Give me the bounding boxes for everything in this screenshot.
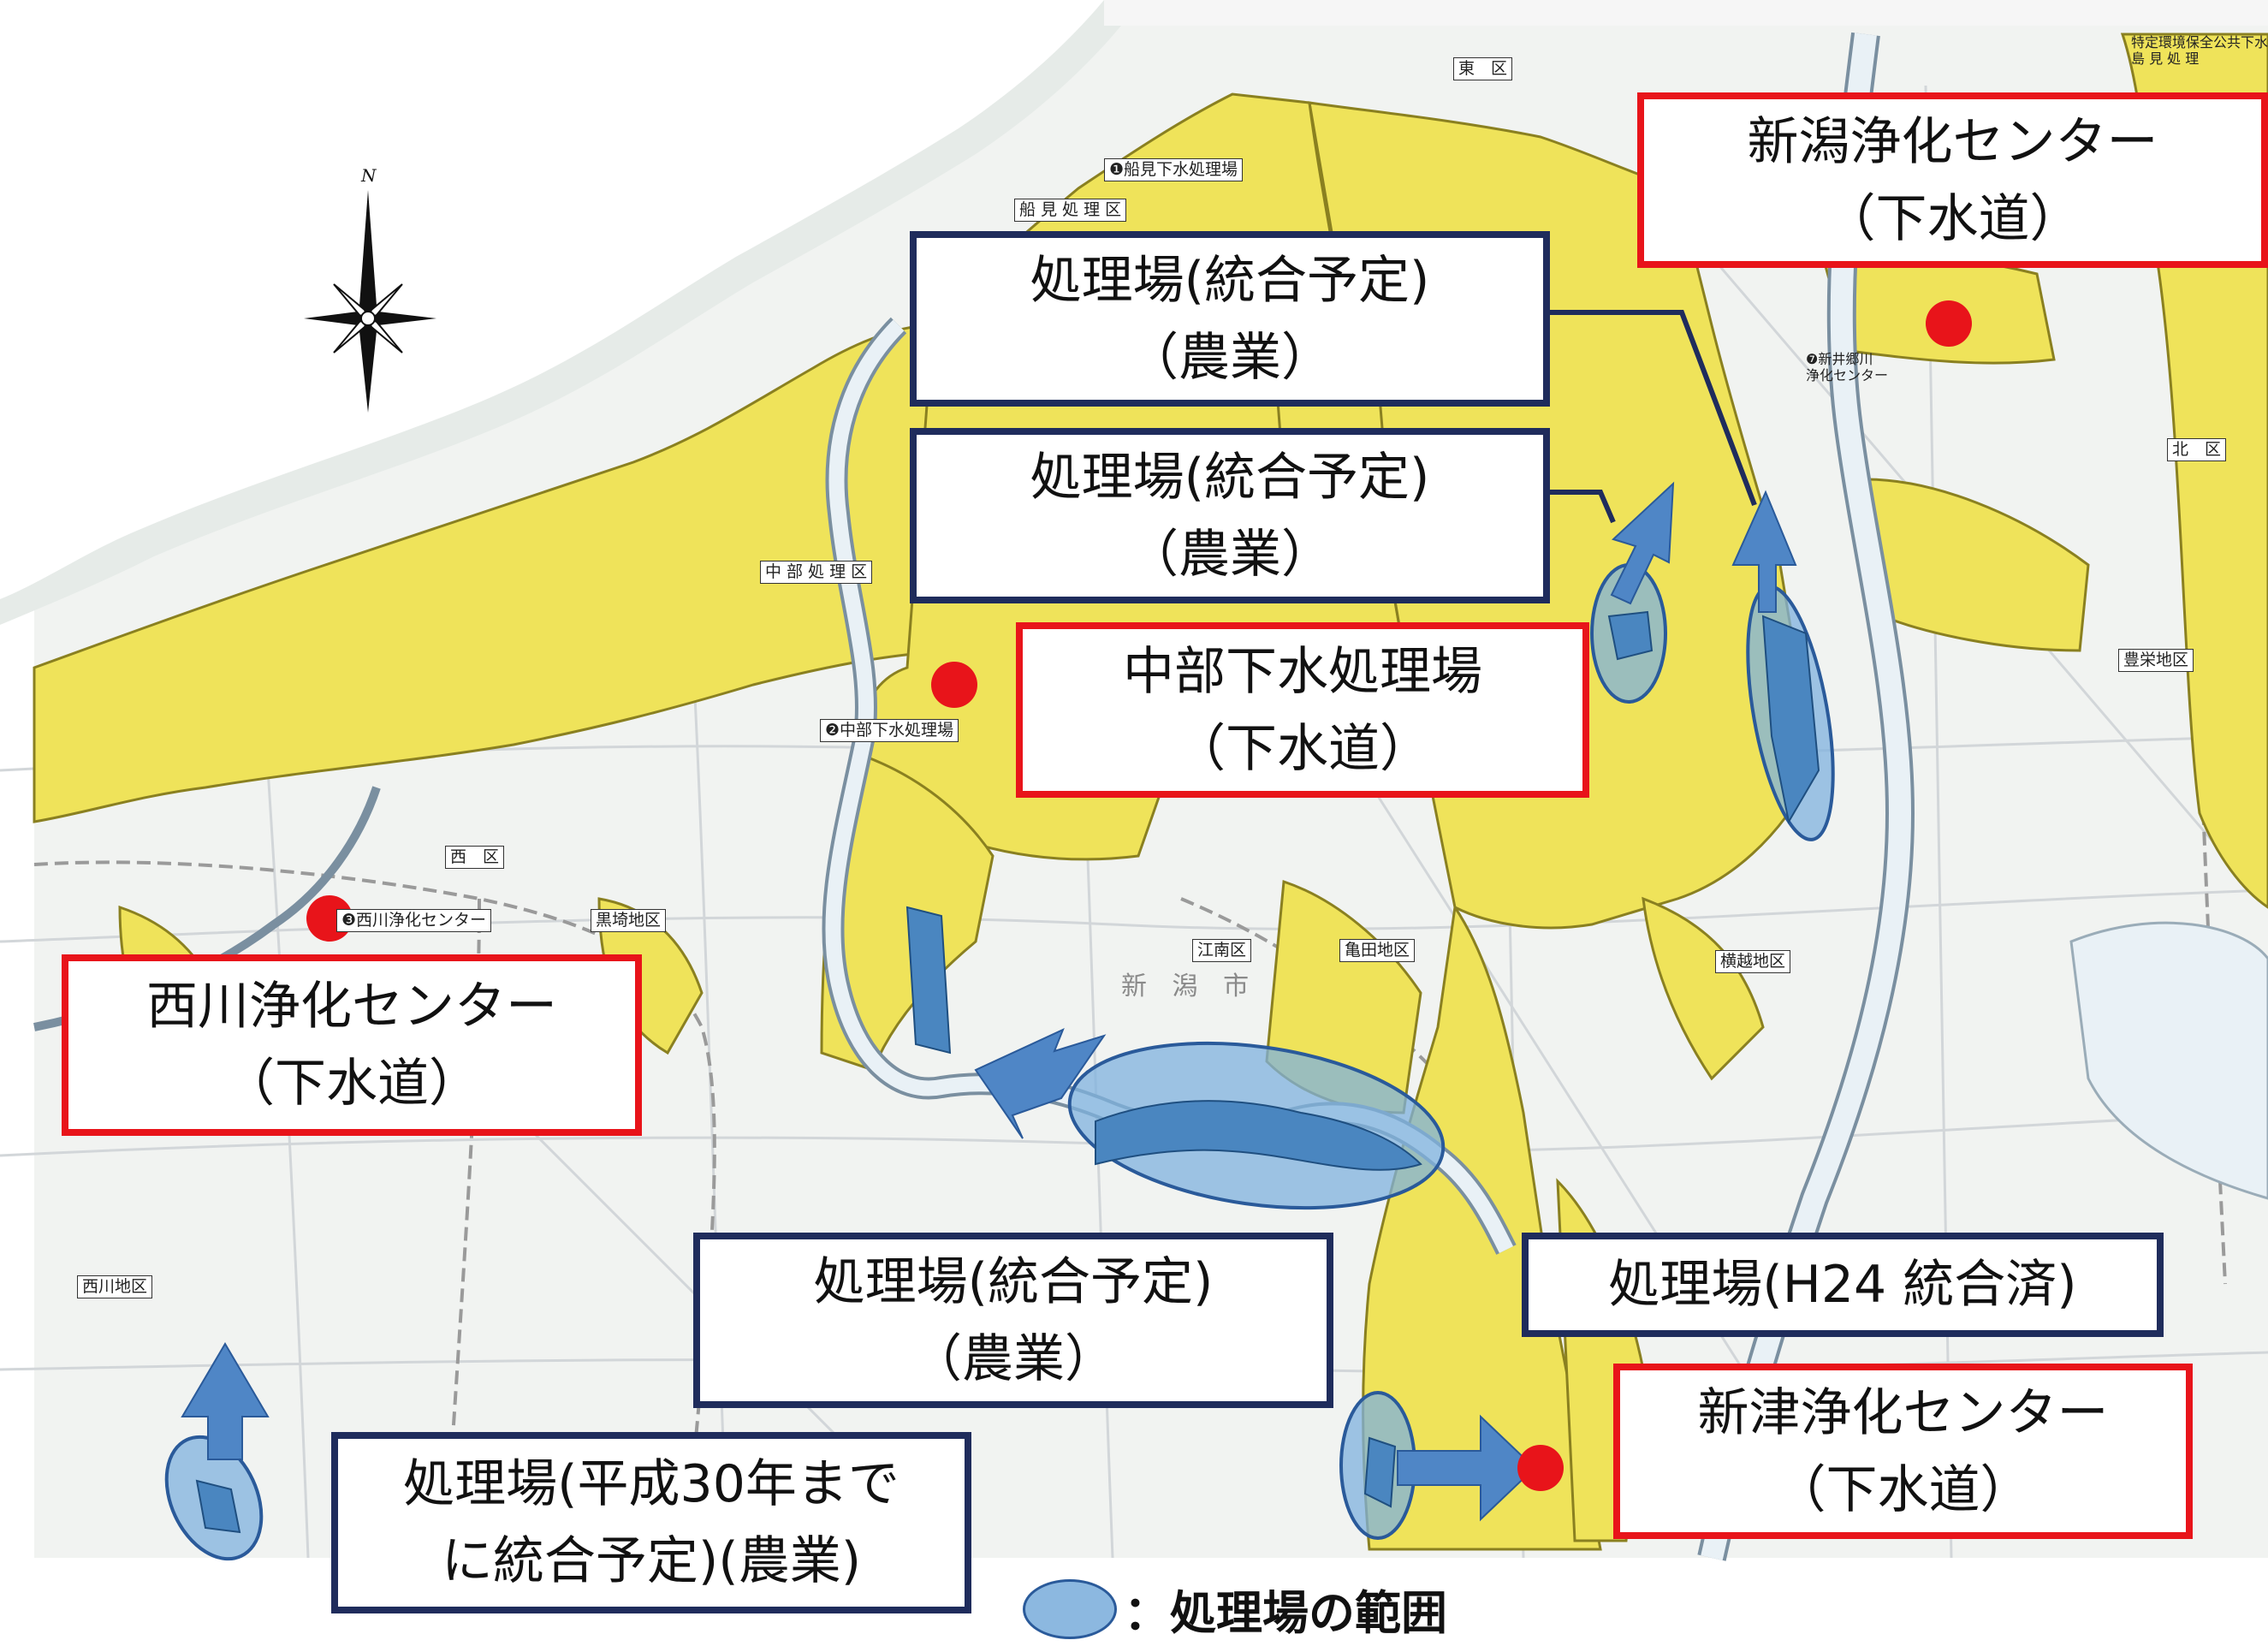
callout-chubu-plant: 中部下水処理場 （下水道） [1016,622,1589,798]
map-label-chubu-plant: ❷中部下水処理場 [820,719,959,742]
sea [0,0,1104,599]
callout-chubu-plant-name: 中部下水処理場 [1123,641,1482,702]
callout-shintsu-center-type: （下水道） [1774,1459,2032,1520]
callout-treatment-planned-1: 処理場(統合予定) （農業） [910,231,1550,407]
map-label-yokogoshi: 横越地区 [1715,950,1791,973]
callout-niigata-center-name: 新潟浄化センター [1747,111,2158,172]
flow-arrows [181,481,1797,1522]
map-label-kurosaki: 黒埼地区 [591,909,667,932]
map-label-nishikawa-chiku: 西川地区 [77,1275,153,1298]
map-label-nishikawa-plant: ❸西川浄化センター [336,909,492,932]
map-label-top-right: 特定環境保全公共下水 島 見 処 理 [2131,34,2268,68]
callout-niigata-center-type: （下水道） [1824,188,2081,249]
plant-dot-niigata [1926,300,1972,347]
arrow-to-konan-1 [974,1028,1107,1139]
map-label-chubu-area: 中 部 処 理 区 [760,561,873,584]
arrow-to-funami-2 [1731,490,1797,613]
callout-treatment-planned-3: 処理場(統合予定) （農業） [693,1233,1333,1408]
map-label-higashi-ku: 東 区 [1453,57,1513,80]
plant-dot-chubu [931,662,977,708]
callout-treatment-planned-1-type: （農業） [1127,327,1333,388]
plant-sites [195,610,1820,1534]
callout-nishikawa-center: 西川浄化センター （下水道） [62,954,642,1136]
callout-chubu-plant-type: （下水道） [1174,718,1431,779]
callout-niigata-center: 新潟浄化センター （下水道） [1637,92,2268,268]
arrow-to-funami-1 [1610,481,1675,605]
callout-shintsu-center-name: 新津浄化センター [1697,1382,2109,1443]
callout-nishikawa-center-type: （下水道） [223,1054,480,1114]
compass-north-label: N [360,165,377,186]
map-label-niigata-shi: 新 潟 市 [1121,972,1258,1001]
map-label-kita-ku: 北 区 [2167,438,2227,461]
blue-ellipse-icon [1023,1578,1117,1639]
arrow-to-nishikawa [181,1342,270,1460]
callout-treatment-planned-2-type: （農業） [1127,524,1333,585]
map-label-toyosaka: 豊栄地区 [2118,649,2194,672]
callout-treatment-h30-name: 処理場(平成30年まで [403,1454,899,1514]
map-label-kameda: 亀田地区 [1339,939,1416,962]
callout-treatment-h30: 処理場(平成30年まで に統合予定)(農業) [331,1432,971,1613]
callout-treatment-planned-3-name: 処理場(統合予定) [813,1251,1214,1312]
plant-dot-shintsu [1517,1445,1564,1491]
callout-treatment-planned-2-name: 処理場(統合予定) [1030,447,1430,508]
connector-lines [1543,310,1757,524]
map-label-konan-ku: 江南区 [1192,939,1252,962]
fukushimagata-lagoon [2069,921,2268,1200]
legend: ：処理場の範囲 [1023,1575,1447,1643]
callout-treatment-h30-type: に統合予定)(農業) [441,1531,862,1591]
callout-treatment-planned-2: 処理場(統合予定) （農業） [910,428,1550,603]
callout-treatment-h24: 処理場(H24 統合済) [1522,1233,2164,1337]
map-top-strip [1104,0,2268,26]
callout-treatment-h24-name: 処理場(H24 統合済) [1608,1255,2077,1315]
map-label-funami-area: 船 見 処 理 区 [1014,199,1127,222]
callout-shintsu-center: 新津浄化センター （下水道） [1613,1364,2193,1539]
coast-band [0,0,1121,625]
map-label-funami-plant: ❶船見下水処理場 [1104,158,1244,181]
compass-rose-icon: N [304,165,436,413]
callout-treatment-planned-3-type: （農業） [911,1328,1116,1389]
legend-label: ：処理場の範囲 [1124,1586,1447,1640]
map-label-nishi-ku: 西 区 [445,846,505,869]
callout-treatment-planned-1-name: 処理場(統合予定) [1030,250,1430,311]
map-label-shinigo-plant: ❼新井郷川 浄化センター [1806,351,1889,384]
arrow-to-niitsu [1397,1414,1536,1522]
callout-nishikawa-center-name: 西川浄化センター [146,977,557,1037]
